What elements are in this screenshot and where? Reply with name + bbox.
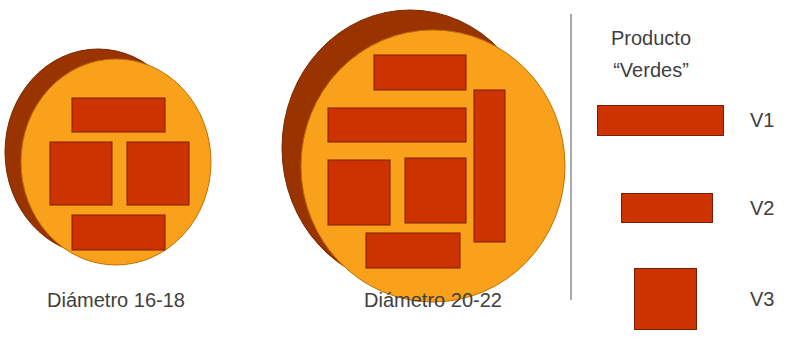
legend-sample: [597, 105, 724, 136]
cut-piece: [328, 160, 390, 225]
legend-text: V2: [750, 196, 774, 220]
diameter-caption: Diámetro 16-18: [47, 288, 185, 312]
log-cross-section: Diámetro 20-22: [268, 0, 572, 330]
cut-piece: [127, 142, 189, 205]
log-cross-section: Diámetro 16-18: [0, 0, 232, 330]
diameter-caption: Diámetro 20-22: [364, 288, 502, 312]
cut-piece: [328, 108, 466, 142]
legend-sample: [634, 268, 697, 330]
cut-piece: [366, 233, 460, 268]
legend-text: V3: [750, 287, 774, 311]
cut-piece: [72, 98, 165, 132]
cut-piece: [474, 90, 505, 242]
cut-piece: [405, 158, 466, 223]
log-outline: [268, 0, 572, 330]
legend-sample: [621, 193, 713, 223]
cut-piece: [50, 142, 112, 205]
cut-piece: [374, 55, 466, 90]
legend-heading: Producto “Verdes”: [599, 22, 703, 86]
log-outline: [0, 0, 232, 330]
log-face: [301, 30, 565, 302]
divider-line: [570, 14, 572, 300]
log-face: [21, 59, 211, 265]
legend-text: V1: [750, 108, 774, 132]
cut-piece: [72, 215, 165, 250]
